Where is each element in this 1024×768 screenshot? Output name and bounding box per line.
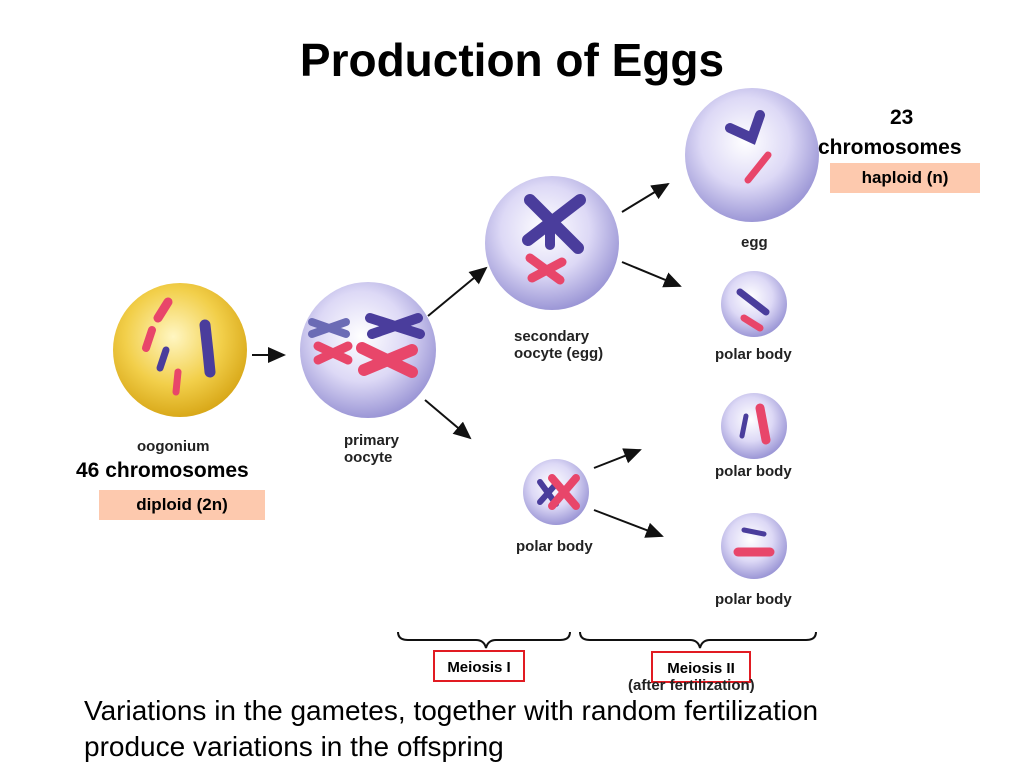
polar-body-label-3: polar body [715,463,792,480]
primary-oocyte-chromosomes [308,313,425,378]
polar-body-label-1: polar body [516,538,593,555]
polar-body-cell-4 [721,513,787,579]
polar-body-label-4: polar body [715,591,792,608]
arrows [252,182,682,538]
polar-body-chromosomes [537,288,775,557]
page-title: Production of Eggs [299,34,725,86]
meiosis-1-box: Meiosis I [433,650,525,682]
primary-oocyte-label: primary oocyte [344,432,400,466]
egg-chromosomes [725,110,772,184]
caption: Variations in the gametes, together with… [84,693,984,765]
diploid-tag: diploid (2n) [99,490,265,520]
caption-line-1: Variations in the gametes, together with… [84,695,819,726]
oogonium-label: oogonium [137,438,210,455]
oogonium-chromosomes [142,297,216,396]
diploid-count: 46 chromosomes [76,459,249,482]
caption-line-2: produce variations in the offspring [84,731,504,762]
oogonium-cell [113,283,247,417]
haploid-number: 23 [890,106,914,129]
meiosis-2-note: (after fertilization) [628,677,755,694]
stage-braces [397,631,817,649]
haploid-word: chromosomes [818,136,962,159]
polar-body-cell-1 [523,459,589,525]
meiosis-2-box: Meiosis II [651,651,751,683]
secondary-oocyte-chromosomes [522,194,586,285]
haploid-tag: haploid (n) [830,163,980,193]
secondary-oocyte-label: secondary oocyte (egg) [514,328,604,362]
polar-body-cell-3 [721,393,787,459]
egg-cell [685,88,819,222]
egg-label: egg [741,234,768,251]
polar-body-label-2: polar body [715,346,792,363]
